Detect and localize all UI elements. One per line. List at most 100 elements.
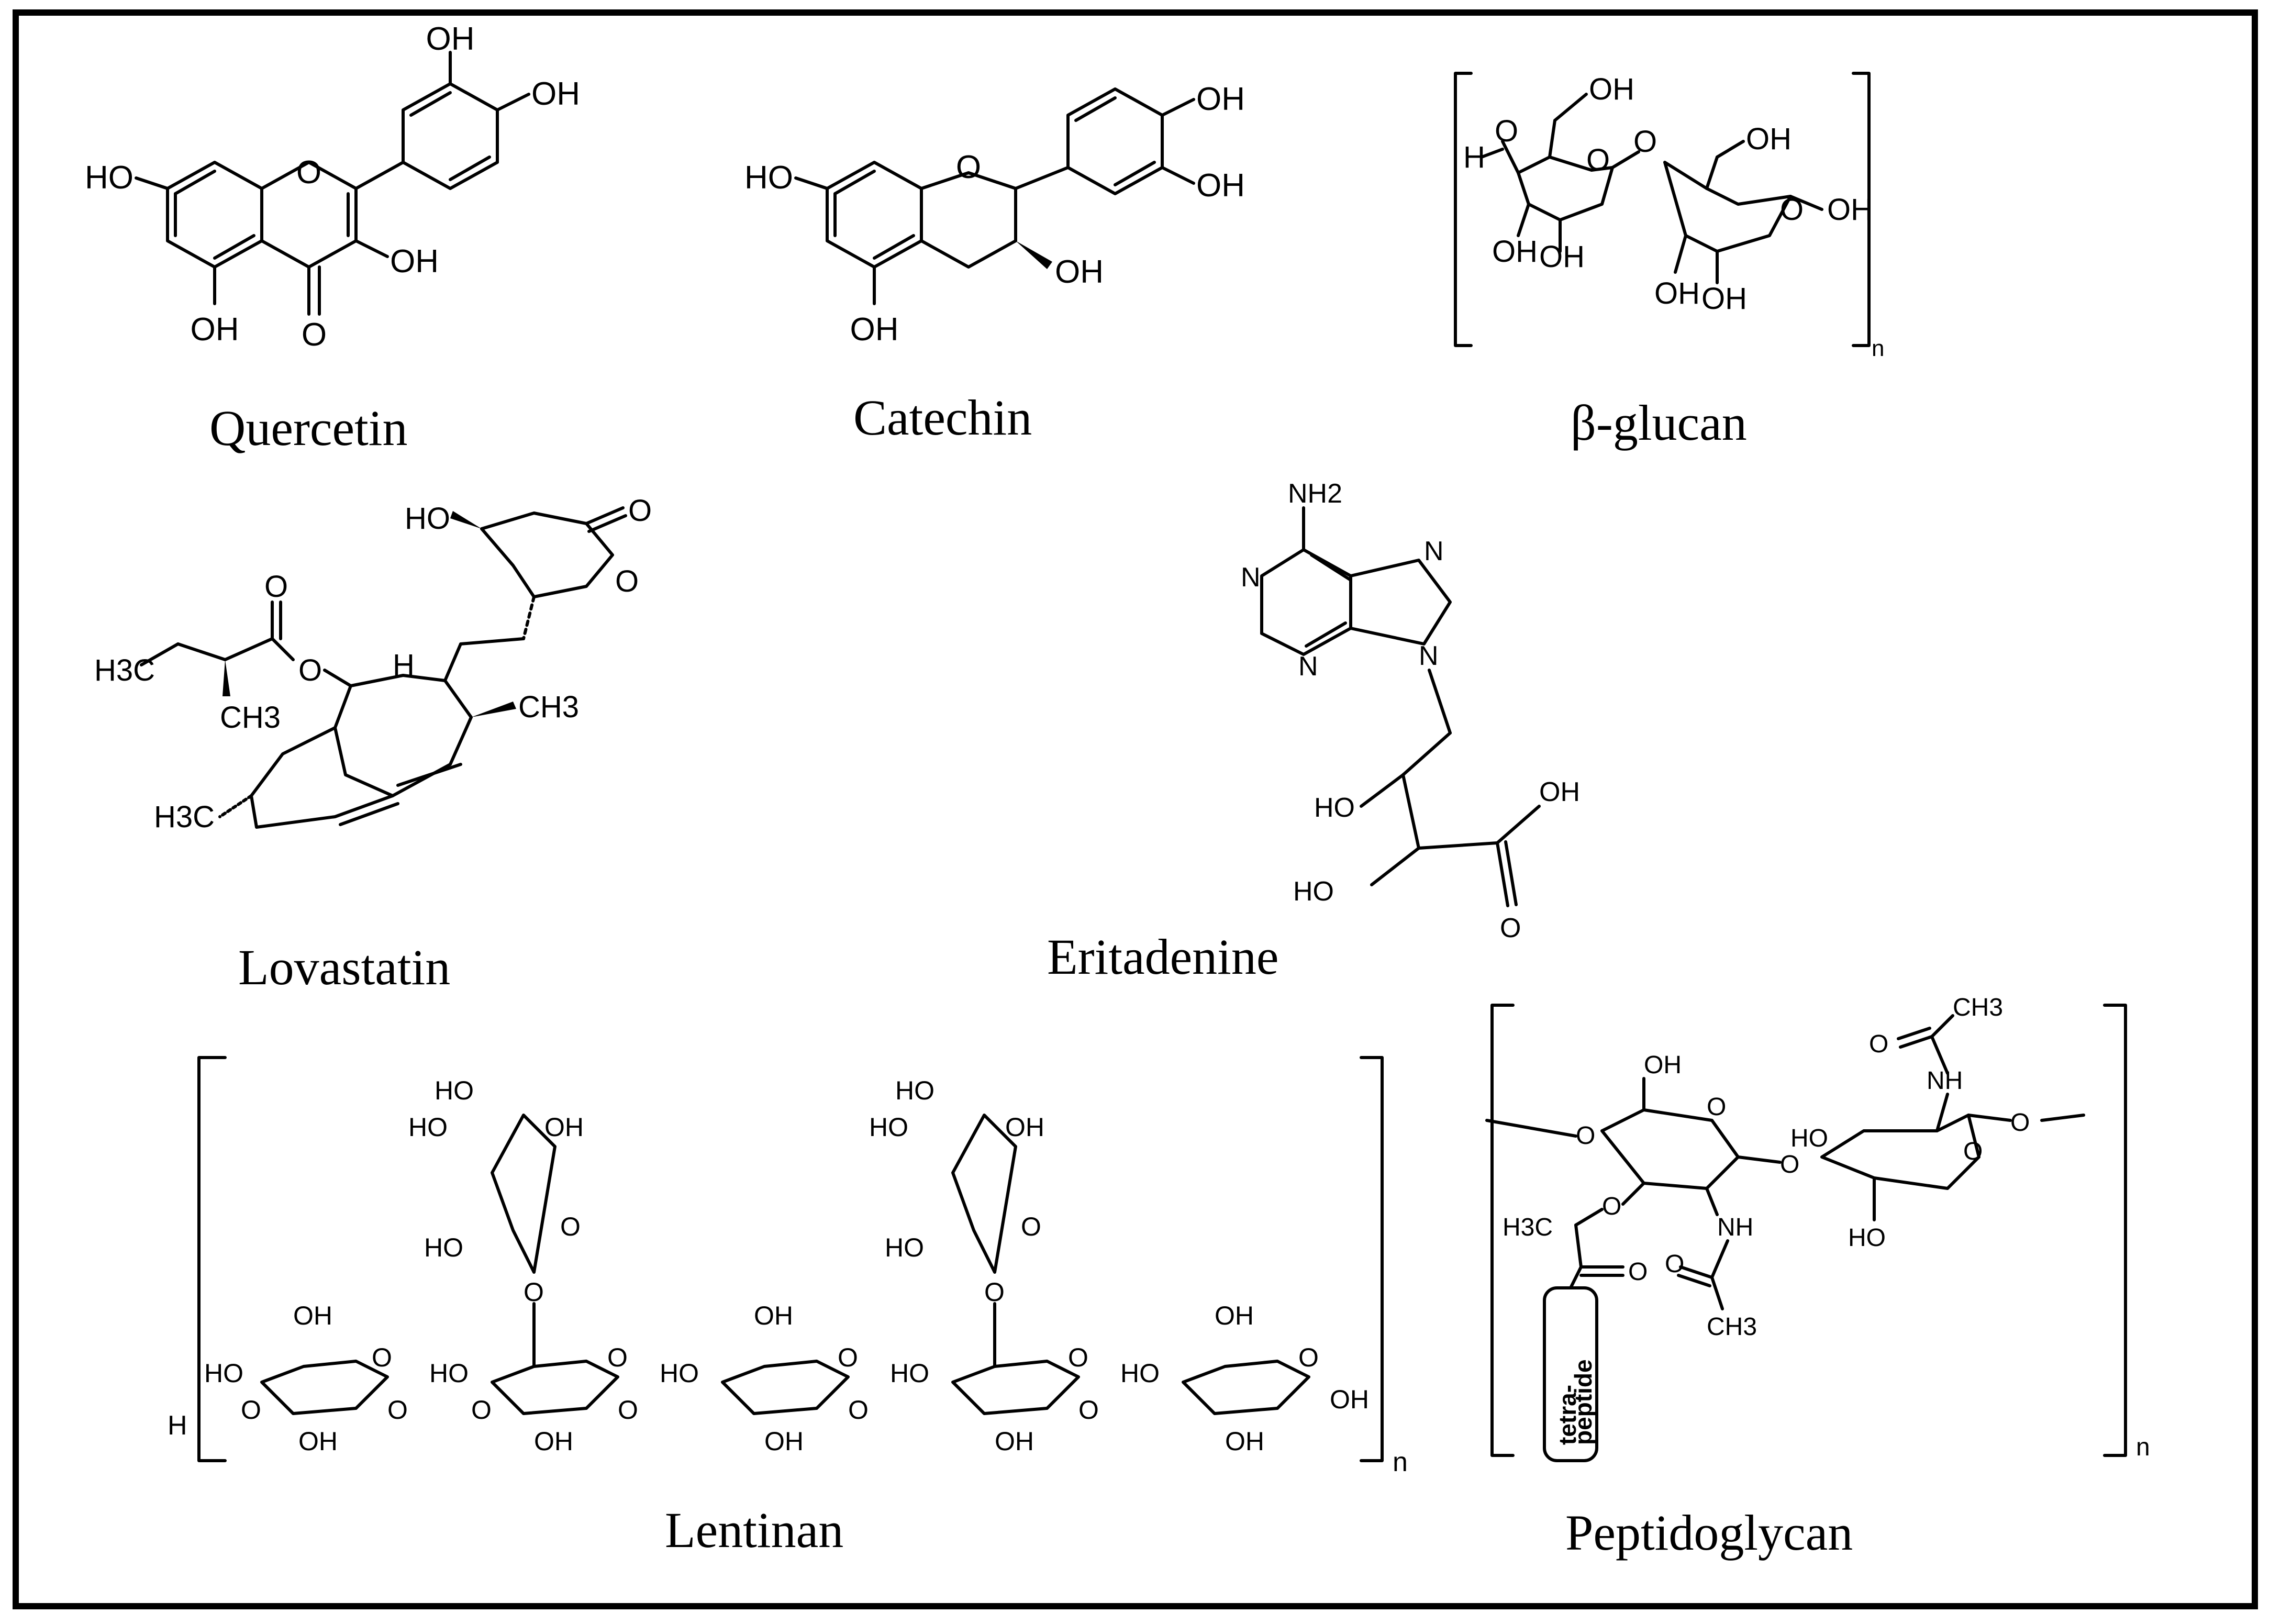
atom-label: O	[1586, 143, 1610, 177]
atom-label: O	[1021, 1212, 1041, 1241]
atom-label: OH	[1827, 193, 1873, 227]
atom-label: O	[956, 149, 981, 185]
atom-label: HO	[424, 1233, 463, 1262]
atom-label: OH	[764, 1427, 804, 1456]
atom-label: HO	[408, 1113, 448, 1142]
atom-label: H3C	[154, 800, 215, 834]
atom-label: N	[1424, 536, 1444, 566]
atom-label: HO	[429, 1359, 469, 1388]
tetrapeptide-label: peptide	[1570, 1359, 1597, 1445]
atom-label: O	[2010, 1109, 2030, 1137]
compound-name-quercetin: Quercetin	[209, 400, 408, 456]
atom-label: O	[302, 317, 327, 353]
atom-label: OH	[1589, 72, 1634, 106]
atom-label: O	[264, 570, 288, 604]
atom-label: O	[1628, 1258, 1648, 1286]
glucose-unit: HO O OH O O	[429, 1343, 638, 1456]
atom-label: O	[471, 1395, 492, 1425]
atom-label: OH	[293, 1301, 332, 1330]
glucose-unit: HO OH OH O OH	[1120, 1301, 1369, 1456]
compound-name-lentinan: Lentinan	[665, 1502, 844, 1558]
atom-label: N	[1298, 651, 1318, 682]
atom-label: OH	[544, 1113, 584, 1142]
compound-name-beta-glucan: β-glucan	[1571, 395, 1747, 451]
quercetin-structure: O OH OH HO OH O OH	[85, 21, 580, 353]
atom-label: O	[618, 1395, 638, 1425]
atom-label: O	[1780, 1151, 1799, 1178]
atom-label: O	[984, 1277, 1005, 1307]
atom-label: HO	[435, 1076, 474, 1105]
repeat-subscript: n	[1393, 1447, 1408, 1477]
atom-label: HO	[744, 160, 793, 196]
atom-label: OH	[754, 1301, 793, 1330]
atom-label: O	[848, 1395, 869, 1425]
catechin-structure: O OH OH HO OH OH	[744, 81, 1245, 348]
atom-label: HO	[1120, 1359, 1160, 1388]
atom-label: H	[393, 648, 415, 682]
atom-label: O	[387, 1395, 408, 1425]
atom-label: HO	[1848, 1224, 1886, 1252]
eritadenine-structure: NH2 N N N N HO HO OH O	[1241, 479, 1580, 943]
atom-label: OH	[1644, 1051, 1682, 1079]
atom-label: OH	[850, 312, 899, 348]
atom-label: OH	[298, 1427, 338, 1456]
glucose-unit: HO OH O O	[890, 1343, 1099, 1456]
atom-label: OH	[390, 243, 439, 280]
atom-label: OH	[1539, 240, 1585, 274]
atom-label: OH	[1330, 1385, 1369, 1414]
figure-frame	[13, 9, 2258, 1609]
atom-label: OH	[1215, 1301, 1254, 1330]
atom-label: OH	[531, 76, 580, 112]
atom-label: O	[1576, 1122, 1595, 1150]
repeat-subscript: n	[1872, 336, 1884, 361]
atom-label: HO	[204, 1359, 243, 1388]
atom-label: O	[838, 1343, 858, 1372]
atom-label: O	[1068, 1343, 1088, 1372]
atom-label: O	[296, 154, 321, 191]
beta-glucan-structure: H O OH O OH OH O OH O OH OH OH n	[1454, 72, 1884, 361]
atom-label: O	[1963, 1138, 1983, 1165]
tetrapeptide-box	[1543, 1286, 1598, 1462]
atom-label: HO	[660, 1359, 699, 1388]
atom-label: O	[1665, 1250, 1684, 1278]
atom-label: O	[628, 494, 652, 528]
atom-label: OH	[1701, 282, 1747, 316]
glucose-unit: HO OH OH O O	[660, 1301, 869, 1456]
atom-label: HO	[1790, 1125, 1828, 1152]
atom-label: O	[607, 1343, 628, 1372]
atom-label: HO	[85, 160, 133, 196]
atom-label: O	[1078, 1395, 1099, 1425]
compound-name-catechin: Catechin	[853, 390, 1032, 446]
lentinan-structure: n H HO O OH OH O O HO O OH O O HO OH OH …	[168, 1056, 1408, 1477]
compound-name-eritadenine: Eritadenine	[1047, 929, 1279, 985]
atom-label: OH	[426, 21, 475, 57]
atom-label: CH3	[1707, 1313, 1757, 1341]
atom-label: OH	[1492, 235, 1538, 269]
atom-label: O	[1780, 193, 1804, 227]
atom-label: O	[615, 564, 639, 598]
atom-label: O	[1707, 1093, 1726, 1121]
atom-label: OH	[1196, 81, 1245, 117]
atom-label: N	[1241, 562, 1261, 593]
glucose-unit: HO O OH OH O O	[204, 1301, 408, 1456]
branch-glucose: O HO HO OH HO O	[869, 1076, 1044, 1368]
atom-label: O	[1495, 114, 1518, 148]
atom-label: O	[1298, 1343, 1319, 1372]
atom-label: H	[168, 1410, 187, 1441]
tetrapeptide-label: tetra-	[1554, 1385, 1581, 1445]
atom-label: O	[1500, 913, 1521, 943]
atom-label: O	[241, 1395, 261, 1425]
repeat-subscript: n	[2136, 1433, 2150, 1461]
peptidoglycan-structure: n O O OH O NH O CH3 O H3C O tetra- pepti…	[1485, 994, 2150, 1462]
atom-label: HO	[1293, 876, 1334, 907]
atom-label: OH	[534, 1427, 573, 1456]
atom-label: HO	[405, 502, 450, 536]
atom-label: NH	[1927, 1067, 1963, 1095]
atom-label: OH	[1225, 1427, 1264, 1456]
atom-label: H3C	[1503, 1214, 1553, 1241]
atom-label: O	[524, 1277, 544, 1307]
atom-label: H3C	[94, 653, 155, 687]
atom-label: HO	[890, 1359, 929, 1388]
atom-label: O	[560, 1212, 581, 1241]
atom-label: HO	[885, 1233, 924, 1262]
